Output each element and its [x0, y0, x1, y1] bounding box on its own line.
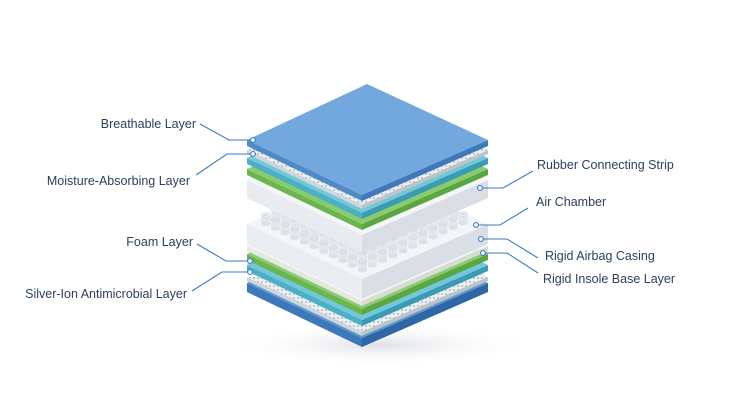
leader-dot-rubber: [477, 185, 483, 191]
upper-mesh-left-face: [247, 150, 362, 209]
lower-teal-layer-right-face: [362, 265, 488, 326]
leader-line-base: [483, 252, 539, 274]
base-layer-left-face: [247, 283, 362, 347]
leader-line-rubber: [480, 170, 534, 189]
upper-green-layer-left-face: [247, 169, 362, 230]
lower-green-layer-left-face: [247, 254, 362, 315]
label-rubber-connecting-strip: Rubber Connecting Strip: [537, 158, 674, 172]
leader-dot-breathable: [250, 137, 256, 143]
breathable-top-layer-right-face: [362, 140, 488, 201]
air-chamber-upper-left-face: [247, 180, 362, 253]
leader-dot-casing: [478, 236, 484, 242]
leader-line-foam: [196, 243, 250, 262]
air-cylinder: [260, 212, 271, 227]
leader-line-moisture: [195, 153, 253, 176]
upper-green-layer-right-face: [362, 169, 488, 230]
upper-mesh-right-face: [362, 150, 488, 209]
thin-white-layer-right-face: [362, 246, 488, 306]
breathable-top-layer-left-face: [247, 140, 362, 201]
leader-dot-foam: [247, 258, 253, 264]
thin-white-layer-left-face: [247, 246, 362, 306]
base-layer-right-face: [362, 283, 488, 347]
leader-dot-air: [473, 222, 479, 228]
label-foam-layer: Foam Layer: [126, 235, 193, 249]
label-breathable-layer: Breathable Layer: [100, 117, 196, 131]
airbag-casing-right-face: [362, 224, 488, 299]
label-moisture-absorbing-layer: Moisture-Absorbing Layer: [46, 174, 190, 188]
airbag-casing-left-face: [247, 224, 362, 299]
label-air-chamber: Air Chamber: [536, 195, 607, 209]
label-rigid-airbag-casing: Rigid Airbag Casing: [545, 249, 655, 263]
leader-line-silver: [191, 271, 250, 292]
lower-teal-layer-left-face: [247, 265, 362, 326]
upper-teal-layer-left-face: [247, 158, 362, 219]
lower-green-layer-right-face: [362, 254, 488, 315]
leader-dot-moisture: [250, 151, 256, 157]
air-cylinder: [458, 211, 469, 226]
air-chamber-upper-right-face: [362, 180, 488, 253]
drop-shadow: [220, 323, 540, 367]
lower-mesh-left-face: [247, 277, 362, 336]
label-rigid-insole-base-layer: Rigid Insole Base Layer: [543, 272, 676, 286]
leader-line-casing: [481, 238, 539, 259]
lower-mesh-right-face: [362, 277, 488, 336]
upper-teal-layer-right-face: [362, 158, 488, 219]
leader-dot-base: [480, 250, 486, 256]
leader-line-air: [476, 207, 529, 226]
leader-dot-silver: [247, 269, 253, 275]
leader-line-breathable: [199, 123, 253, 141]
label-silver-ion-antimicrobial-layer: Silver-Ion Antimicrobial Layer: [25, 287, 187, 301]
breathable-top-layer-top-face: [247, 84, 488, 195]
